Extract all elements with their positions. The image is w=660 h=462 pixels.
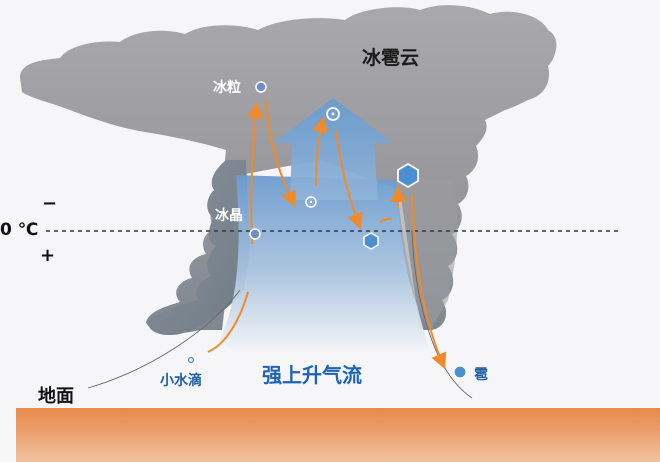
cloud-title-label: 冰雹云 (362, 47, 420, 69)
updraft-arrow (273, 98, 393, 200)
ground-label: 地面 (38, 386, 74, 407)
particle-trajectories (207, 99, 447, 370)
above-freezing-sign: + (40, 245, 56, 266)
left-flow-line (87, 289, 241, 389)
updraft-label: 强上升气流 (262, 363, 362, 387)
hail-label: 雹 (474, 367, 488, 383)
small-droplet-label: 小水滴 (160, 373, 202, 389)
right-flow-line (411, 229, 473, 399)
freezing-level-label: 0 ℃ (0, 220, 39, 240)
particles (188, 81, 467, 379)
below-freezing-sign: − (42, 193, 58, 214)
ice-crystal-label: 冰晶 (215, 208, 243, 224)
ice-pellet-label: 冰粒 (213, 80, 241, 96)
ground-surface (16, 408, 660, 462)
updraft-column (220, 175, 430, 352)
